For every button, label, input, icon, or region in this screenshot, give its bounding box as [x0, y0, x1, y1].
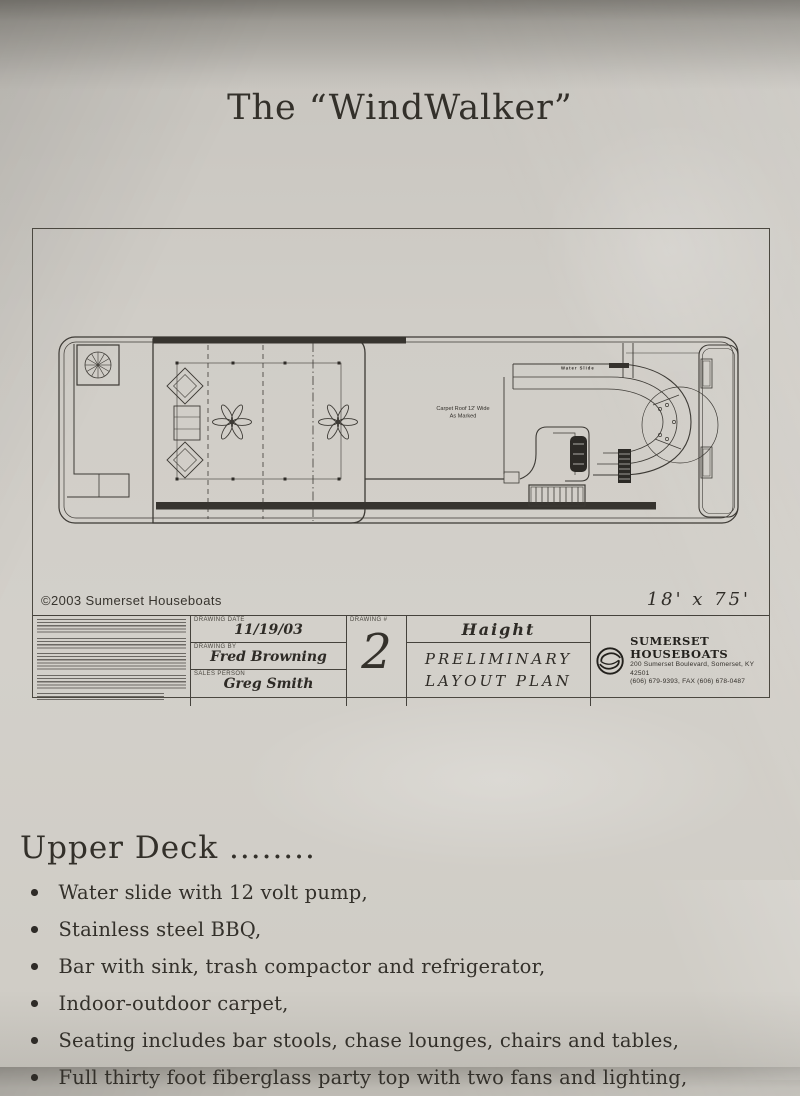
- list-item: Stainless steel BBQ,: [20, 911, 780, 948]
- sumerset-logo-icon: [596, 647, 624, 675]
- plan-title-line2: LAYOUT PLAN: [425, 671, 572, 690]
- page-title: The “WindWalker”: [227, 88, 573, 128]
- drawing-date-label: DRAWING DATE: [194, 617, 245, 623]
- photo-top-shadow: [0, 0, 800, 90]
- plan-title-line1: PRELIMINARY: [424, 649, 573, 668]
- bullet-icon: [31, 1037, 38, 1044]
- bullet-icon: [31, 1074, 38, 1081]
- bullet-icon: [31, 889, 38, 896]
- party-top-outline: [152, 338, 366, 524]
- seating-group: [166, 367, 204, 479]
- features-heading: Upper Deck ........: [20, 830, 316, 866]
- roof-note-line2: As Marked: [450, 414, 477, 420]
- carpet-markers: [175, 361, 341, 481]
- roof-edge-band-bottom: [156, 502, 656, 510]
- title-block: DRAWING DATE 11/19/03 DRAWING BY Fred Br…: [33, 615, 769, 706]
- feature-text: Water slide with 12 volt pump,: [58, 881, 368, 904]
- feature-text: Seating includes bar stools, chase loung…: [58, 1029, 680, 1052]
- sales-person-value: Greg Smith: [223, 676, 314, 692]
- spiral-stairs-icon: [76, 344, 120, 386]
- disclaimer-text-block: [33, 616, 191, 706]
- drawing-date-value: 11/19/03: [234, 622, 303, 638]
- list-item: Indoor-outdoor carpet,: [20, 985, 780, 1022]
- roof-note-line1: Carpet Roof 12' Wide: [436, 406, 489, 412]
- slide-ladder-icon: [618, 449, 631, 483]
- bullet-icon: [31, 926, 38, 933]
- drawing-number-column: DRAWING # 2: [347, 616, 407, 706]
- deck-plan-drawing: Carpet Roof 12' Wide As Marked: [58, 336, 739, 524]
- features-section: Upper Deck ........ Water slide with 12 …: [20, 830, 780, 1096]
- lower-deck-wall: [365, 377, 520, 484]
- drawing-by-label: DRAWING BY: [194, 644, 237, 650]
- roof-edge-band-top: [153, 336, 406, 344]
- boat-size-note: 18' x 75': [646, 589, 751, 610]
- slide-label: Water Slide: [561, 366, 595, 371]
- drawing-number-label: DRAWING #: [350, 617, 388, 623]
- ceiling-fan-icon: [212, 404, 252, 440]
- list-item: Seating includes bar stools, chase loung…: [20, 1022, 780, 1059]
- drawing-number-value: 2: [361, 624, 392, 680]
- feature-text: Bar with sink, trash compactor and refri…: [58, 955, 546, 978]
- drawing-sheet: ©2003 Sumerset Houseboats 18' x 75': [32, 228, 770, 706]
- list-item: Full thirty foot fiberglass party top wi…: [20, 1059, 780, 1096]
- feature-text: Indoor-outdoor carpet,: [58, 992, 289, 1015]
- bullet-icon: [31, 963, 38, 970]
- company-block: Sumerset Houseboats 200 Sumerset Bouleva…: [591, 616, 771, 706]
- roof-fold-lines: [207, 343, 314, 521]
- stern-platform: [626, 344, 739, 518]
- deck-steps-icon: [528, 484, 586, 507]
- company-phone: (606) 679-9393, FAX (606) 678-0487: [630, 678, 746, 685]
- sales-person-label: SALES PERSON: [194, 671, 246, 677]
- copyright-note: ©2003 Sumerset Houseboats: [41, 593, 222, 608]
- bow-steps-icon: [67, 344, 130, 498]
- drawing-by-value: Fred Browning: [210, 649, 327, 665]
- plan-title-column: Haight PRELIMINARY LAYOUT PLAN: [407, 616, 591, 706]
- customer-name: Haight: [407, 616, 590, 643]
- hull-outline: [58, 336, 739, 524]
- bullet-icon: [31, 1000, 38, 1007]
- feature-text: Stainless steel BBQ,: [58, 918, 262, 941]
- ceiling-fan-icon: [317, 402, 359, 442]
- list-item: Water slide with 12 volt pump,: [20, 874, 780, 911]
- feature-text: Full thirty foot fiberglass party top wi…: [58, 1066, 688, 1089]
- drawing-info-column: DRAWING DATE 11/19/03 DRAWING BY Fred Br…: [191, 616, 347, 706]
- company-address: 200 Sumerset Boulevard, Somerset, KY 425…: [630, 661, 755, 677]
- company-name: Sumerset Houseboats: [630, 634, 729, 661]
- list-item: Bar with sink, trash compactor and refri…: [20, 948, 780, 985]
- bbq-sink-icon: [570, 436, 587, 472]
- water-slide-shape: [512, 343, 692, 476]
